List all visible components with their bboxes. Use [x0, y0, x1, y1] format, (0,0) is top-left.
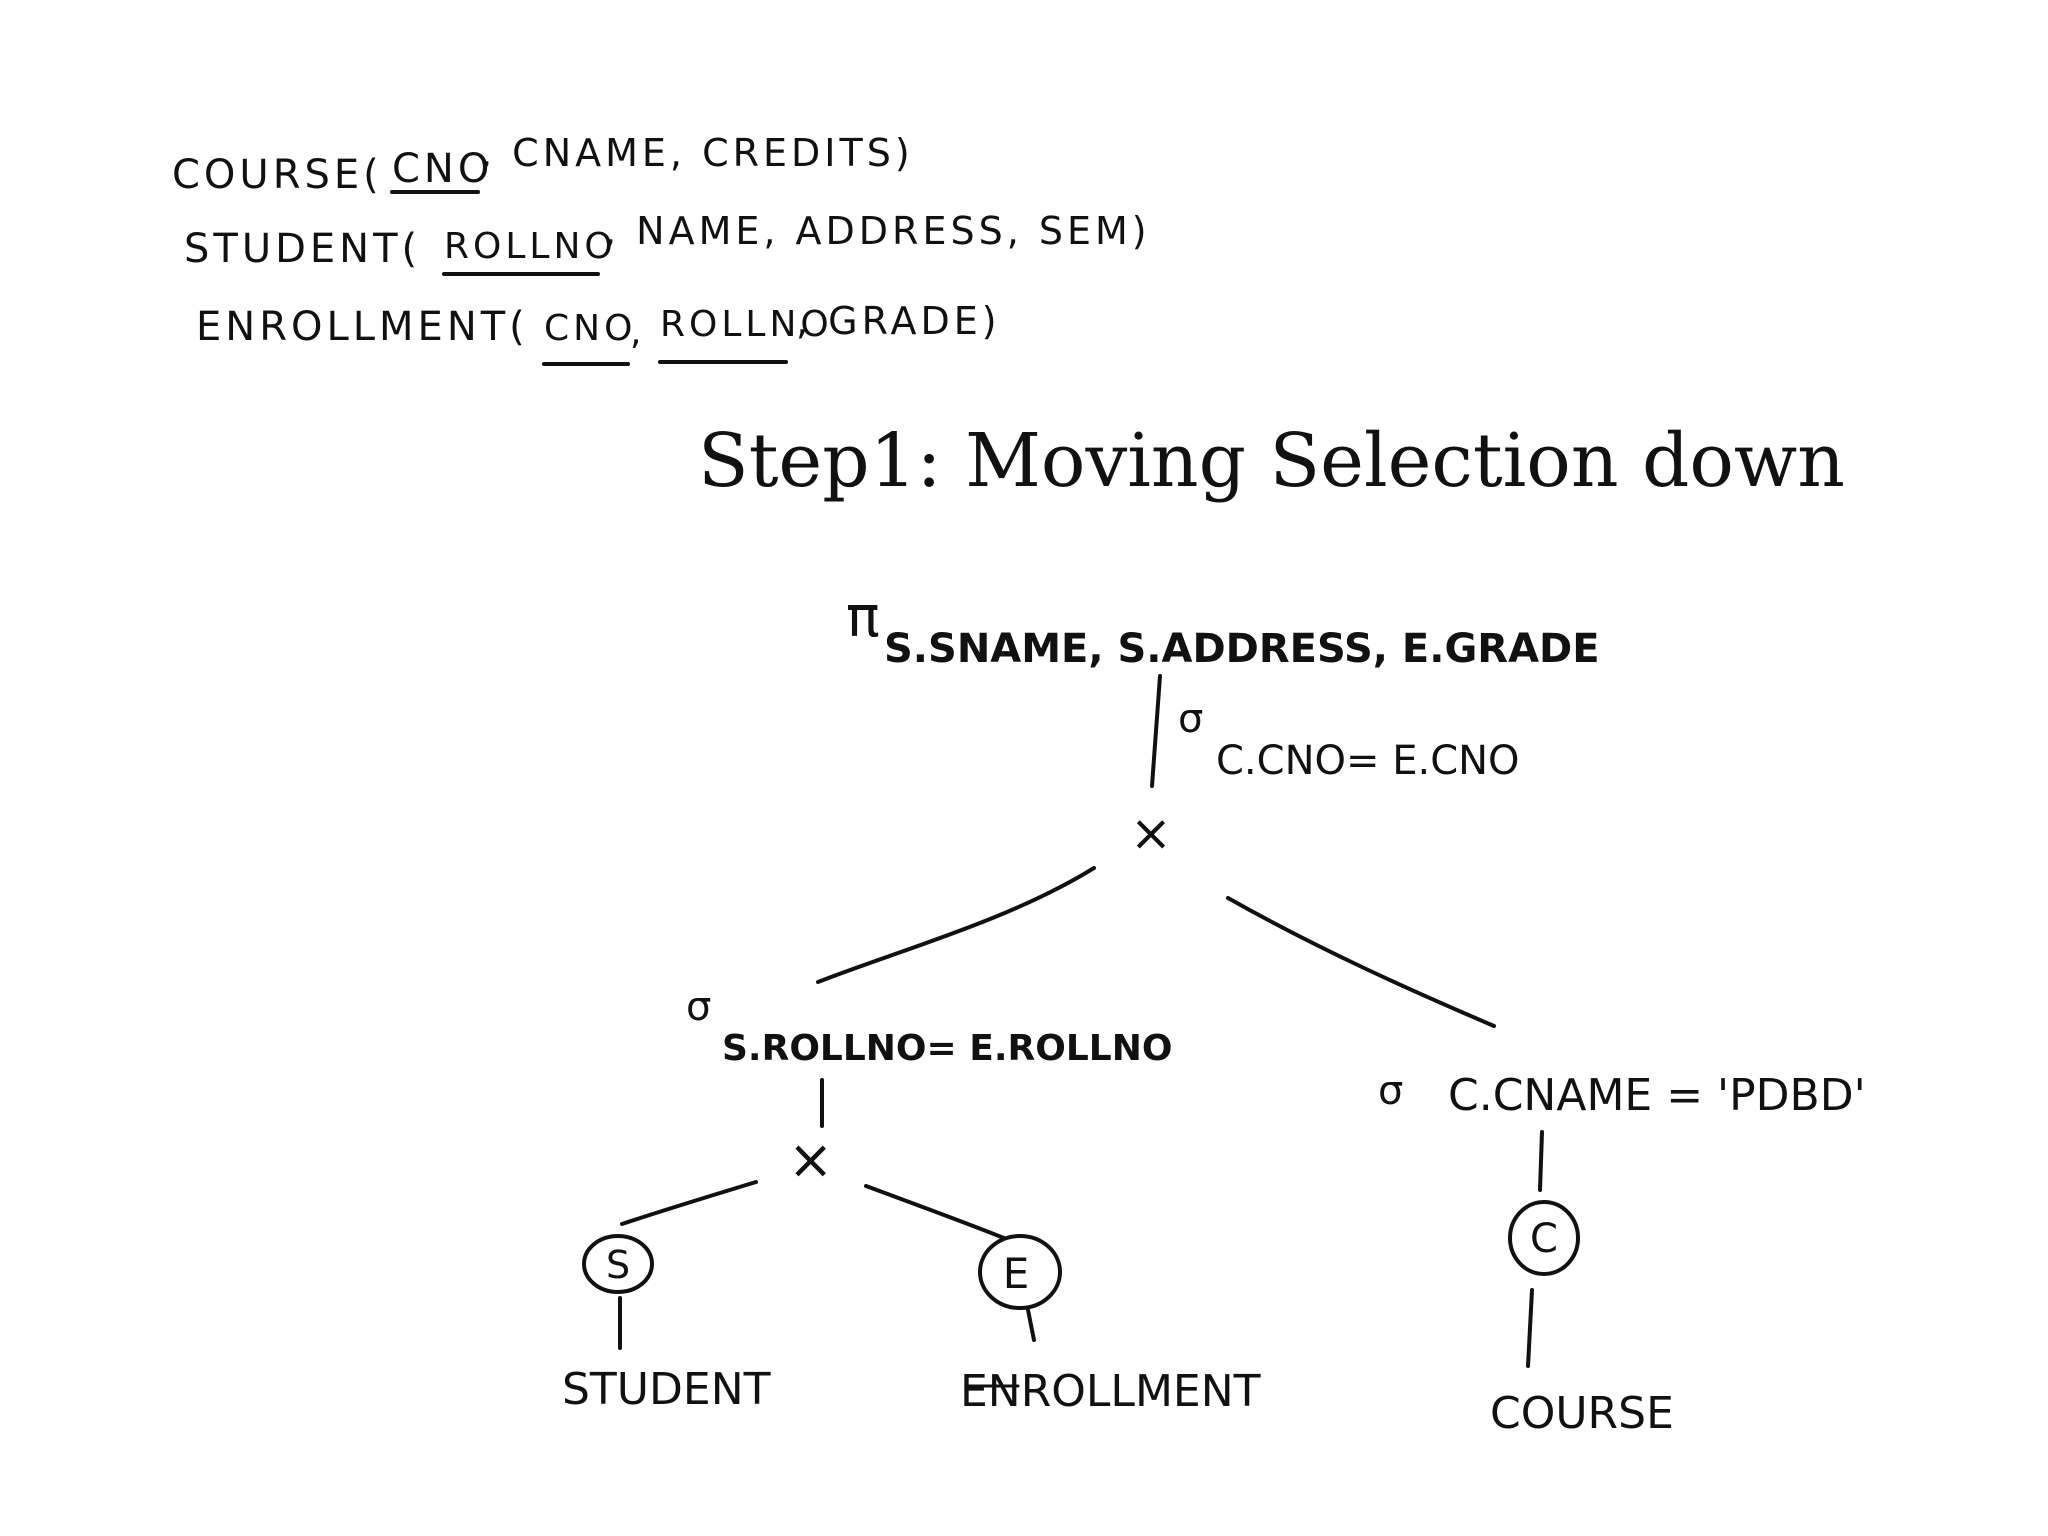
schema-block: COURSE( CNO , CNAME, CREDITS) STUDENT( R…	[172, 131, 1151, 366]
alias-c-node: C	[1508, 1200, 1580, 1276]
left-selection-node: σ S.ROLLNO= E.ROLLNO	[686, 984, 1172, 1069]
schema-student-key: ROLLNO	[444, 226, 617, 267]
schema-course-key: CNO	[392, 146, 493, 192]
edge-projection-to-join	[1150, 674, 1162, 788]
edge-right-selection-to-c	[1538, 1130, 1544, 1192]
schema-enrollment-key2: ROLLNO	[660, 304, 833, 345]
alias-s-label: S	[606, 1243, 630, 1287]
schema-enrollment: ENROLLMENT( CNO , ROLLNO , GRADE)	[196, 299, 1001, 366]
schema-course-prefix: COURSE(	[172, 152, 383, 198]
query-tree: π S.SNAME, S.ADDRESS, E.GRADE σ C.CNO= E…	[562, 585, 1866, 1439]
schema-course-rest: , CNAME, CREDITS)	[480, 131, 914, 175]
alias-e-node: E	[978, 1234, 1062, 1310]
root-selection-symbol: σ	[1178, 696, 1203, 742]
root-selection-condition: C.CNO= E.CNO	[1216, 738, 1520, 784]
schema-enrollment-rest: , GRADE)	[796, 299, 1001, 343]
alias-c-circle	[1508, 1200, 1580, 1276]
alias-e-circle	[978, 1234, 1062, 1310]
left-selection-symbol: σ	[686, 984, 711, 1030]
right-selection-node: σ C.CNAME = 'PDBD'	[1378, 1068, 1866, 1121]
root-join-symbol: ×	[1130, 804, 1172, 862]
alias-s-node: S	[582, 1234, 654, 1294]
right-selection-symbol: σ	[1378, 1068, 1403, 1114]
right-selection-condition: C.CNAME = 'PDBD'	[1448, 1070, 1866, 1121]
root-selection-node: σ C.CNO= E.CNO	[1178, 696, 1520, 784]
projection-symbol: π	[846, 585, 880, 650]
table-course-label: COURSE	[1490, 1388, 1674, 1439]
edge-c-to-course	[1526, 1288, 1534, 1368]
diagram-title: Step1: Moving Selection down	[698, 418, 1845, 504]
schema-student-rest: , NAME, ADDRESS, SEM)	[604, 209, 1151, 253]
schema-enrollment-sep: ,	[630, 312, 645, 353]
edge-root-join-to-left-selection	[816, 866, 1096, 984]
table-student-label: STUDENT	[562, 1364, 771, 1415]
schema-enrollment-prefix: ENROLLMENT(	[196, 304, 529, 350]
schema-student: STUDENT( ROLLNO , NAME, ADDRESS, SEM)	[184, 209, 1151, 276]
edge-root-join-to-right-selection	[1226, 896, 1496, 1028]
table-enrollment-label: ENROLLMENT	[960, 1366, 1261, 1417]
schema-enrollment-key1: CNO	[544, 308, 636, 349]
edge-left-join-to-s	[620, 1180, 758, 1226]
projection-attrs: S.SNAME, S.ADDRESS, E.GRADE	[884, 626, 1600, 672]
projection-node: π S.SNAME, S.ADDRESS, E.GRADE	[846, 585, 1600, 672]
alias-s-circle	[582, 1234, 654, 1294]
schema-student-prefix: STUDENT(	[184, 226, 421, 272]
edge-left-join-to-e	[864, 1184, 1006, 1240]
schema-course: COURSE( CNO , CNAME, CREDITS)	[172, 131, 914, 198]
left-selection-condition: S.ROLLNO= E.ROLLNO	[722, 1028, 1172, 1069]
left-join-symbol: ×	[788, 1128, 833, 1191]
edge-e-to-enrollment	[1026, 1308, 1036, 1342]
alias-e-label: E	[1003, 1249, 1030, 1298]
alias-c-label: C	[1530, 1216, 1558, 1262]
